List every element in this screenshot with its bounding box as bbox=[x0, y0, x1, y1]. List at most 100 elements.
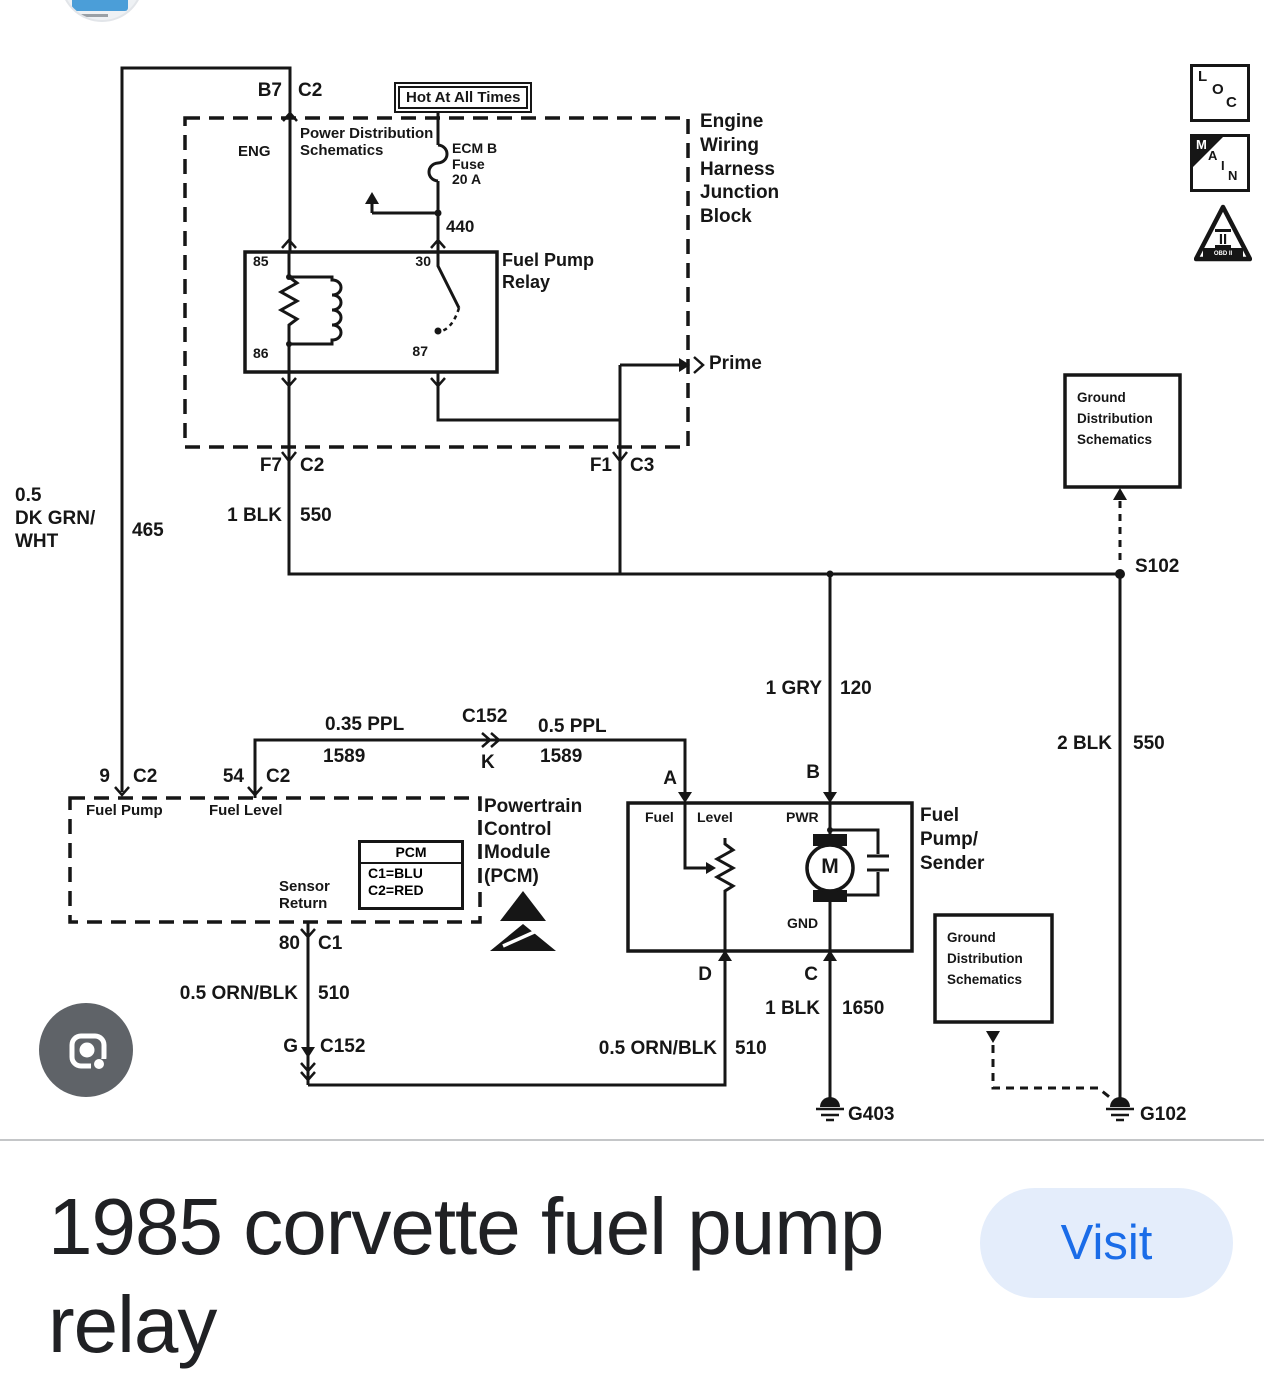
connector-c152-pin-k: K bbox=[481, 752, 495, 773]
thumbnail-image-icon bbox=[72, 0, 128, 11]
arrow-prime bbox=[679, 358, 690, 372]
sender-level-label: Level bbox=[697, 809, 733, 825]
pcm-legend-c1: C1=BLU bbox=[368, 865, 423, 881]
connector-54-name: C2 bbox=[266, 766, 291, 787]
wire-1589b-name: 0.5 PPL bbox=[538, 716, 607, 737]
main-icon: M A I N bbox=[1190, 134, 1250, 192]
warn-band: OBD II bbox=[1214, 251, 1233, 257]
wire-dkgrn-465 bbox=[120, 66, 292, 792]
motor-m-label: M bbox=[821, 855, 839, 878]
arrow-into-c bbox=[823, 950, 837, 961]
pcm-fuel-pump-label: Fuel Pump bbox=[86, 802, 163, 819]
wires bbox=[120, 66, 1122, 1105]
gds-box-top bbox=[1063, 373, 1182, 489]
relay-coil-symbol bbox=[277, 252, 343, 372]
component-boxes bbox=[243, 250, 1182, 1024]
arrow-into-a bbox=[678, 792, 692, 803]
wire-465-circuit: 465 bbox=[132, 520, 164, 541]
g102-label: G102 bbox=[1140, 1104, 1187, 1125]
motor-brush-top bbox=[813, 834, 847, 846]
pcm-connector-legend: PCM C1=BLU C2=RED bbox=[358, 840, 464, 910]
wire-prime-f1 bbox=[618, 363, 680, 574]
warn-numeral: II bbox=[1219, 231, 1227, 248]
connector-9-pin: 9 bbox=[99, 766, 110, 787]
relay-pin-85: 85 bbox=[253, 253, 269, 269]
capacitor-symbol bbox=[830, 828, 889, 897]
wire-510b-circuit: 510 bbox=[735, 1038, 767, 1059]
lens-camera-icon bbox=[69, 1033, 107, 1071]
wire-blk-550 bbox=[287, 372, 1120, 576]
wire-1589a-name: 0.35 PPL bbox=[325, 714, 405, 735]
fuse-symbol bbox=[427, 143, 449, 252]
arrow-gds-top bbox=[1113, 488, 1127, 500]
wire-1650-name: 1 BLK bbox=[765, 998, 820, 1019]
wire-1650-circuit: 1650 bbox=[842, 998, 885, 1019]
wire-465-name: 0.5 DK GRN/ WHT bbox=[15, 485, 96, 552]
wire-1589b-circuit: 1589 bbox=[540, 746, 583, 767]
connector-54-pin: 54 bbox=[222, 766, 244, 787]
wire-550a-circuit: 550 bbox=[300, 505, 332, 526]
ecm-fuse-label: ECM B Fuse 20 A bbox=[452, 140, 498, 188]
wire-510a-name: 0.5 ORN/BLK bbox=[179, 983, 298, 1004]
visit-button[interactable]: Visit bbox=[980, 1188, 1233, 1298]
connector-b7-name: C2 bbox=[298, 80, 323, 101]
fuel-pump-sender-box bbox=[626, 801, 914, 953]
fuel-pump-relay-box bbox=[243, 250, 499, 374]
pcm-title: Powertrain Control Module (PCM) bbox=[484, 796, 583, 887]
pcm-sensor-return-label: Sensor Return bbox=[279, 878, 330, 912]
main-letter-m: M bbox=[1196, 137, 1207, 152]
sender-pin-a: A bbox=[663, 768, 677, 789]
connector-f1-name: C3 bbox=[630, 455, 655, 476]
wire-fuel-level-internal bbox=[683, 803, 710, 870]
main-icon-corner bbox=[1193, 137, 1223, 167]
junction-dots-and-arrows bbox=[286, 192, 1127, 1058]
sender-fuel-label: Fuel bbox=[645, 809, 674, 825]
connector-g-name: C152 bbox=[320, 1036, 366, 1057]
loc-letter-l: L bbox=[1198, 68, 1208, 85]
wire-510a-circuit: 510 bbox=[318, 983, 350, 1004]
sender-resistor-symbol bbox=[713, 838, 737, 951]
power-distribution-label: Power Distribution Schematics bbox=[300, 125, 434, 159]
motor-symbol bbox=[805, 843, 855, 893]
google-lens-button[interactable] bbox=[39, 1003, 133, 1097]
arrow-gds-bottom bbox=[986, 1031, 1000, 1043]
hot-at-all-times-box: Hot At All Times bbox=[394, 82, 533, 113]
arrow-into-resistor bbox=[706, 862, 716, 874]
fuel-pump-sender-title: Fuel Pump/ Sender bbox=[920, 805, 985, 874]
relay-pin-30: 30 bbox=[415, 253, 431, 269]
connector-f7-pin: F7 bbox=[259, 455, 282, 476]
arrow-into-b bbox=[823, 792, 837, 803]
obd-warning-triangle-icon: II OBD II bbox=[1194, 204, 1252, 262]
wire-440-branch bbox=[370, 203, 438, 215]
wiring-diagram-canvas bbox=[68, 66, 1182, 1122]
ground-symbol-g403 bbox=[816, 1097, 844, 1122]
wire-pin87-out bbox=[436, 372, 620, 422]
wire-120-name: 1 GRY bbox=[765, 678, 822, 699]
main-letter-i: I bbox=[1221, 158, 1225, 173]
sender-pin-b: B bbox=[806, 762, 820, 783]
connector-c152-name: C152 bbox=[462, 706, 508, 727]
relay-pin-86: 86 bbox=[253, 345, 269, 361]
wire-120-circuit: 120 bbox=[840, 678, 872, 699]
hot-at-all-times-label: Hot At All Times bbox=[398, 86, 529, 109]
wire-1589a-circuit: 1589 bbox=[323, 746, 366, 767]
ground-symbol-g102 bbox=[1106, 1097, 1134, 1122]
thumbnail-caption-bar bbox=[78, 14, 108, 17]
wire-ppl-1589 bbox=[253, 738, 687, 800]
section-divider bbox=[0, 1139, 1264, 1141]
motor-brush-bottom bbox=[813, 890, 847, 902]
fuel-pump-relay-title: Fuel Pump Relay bbox=[502, 250, 595, 292]
gds-dashed-links bbox=[991, 501, 1122, 1101]
pcm-fuel-level-label: Fuel Level bbox=[209, 802, 283, 819]
connector-b7-pin: B7 bbox=[257, 80, 282, 101]
arrow-down-g bbox=[301, 1047, 315, 1058]
connector-9-name: C2 bbox=[133, 766, 158, 787]
connector-80-name: C1 bbox=[318, 933, 343, 954]
s102-label: S102 bbox=[1135, 556, 1180, 577]
main-letter-n: N bbox=[1228, 168, 1238, 183]
pcm-dashed-box bbox=[68, 796, 482, 924]
connector-f7-name: C2 bbox=[300, 455, 325, 476]
connector-g-pin: G bbox=[283, 1036, 298, 1057]
result-image-schematic[interactable]: Hot At All Times B7 C2 Power Distributio… bbox=[0, 0, 1264, 1139]
